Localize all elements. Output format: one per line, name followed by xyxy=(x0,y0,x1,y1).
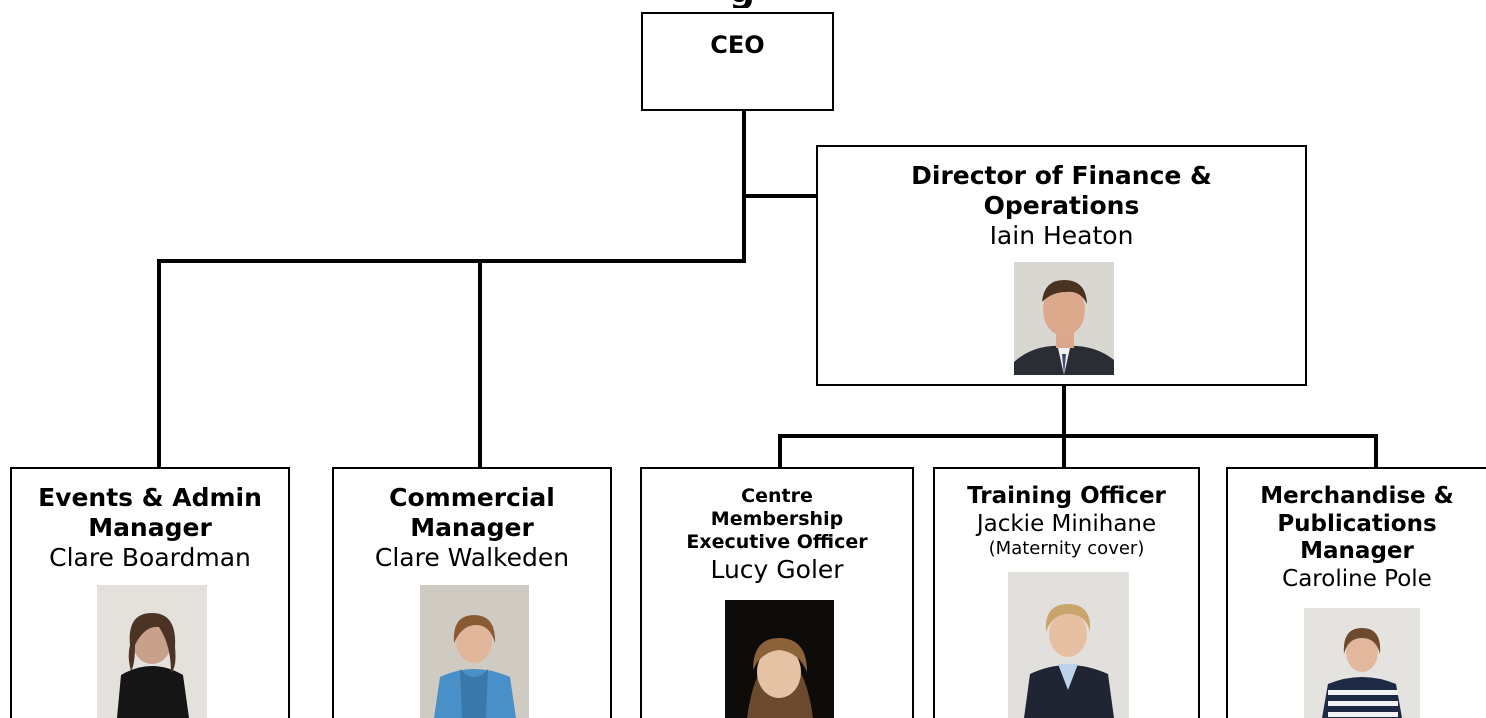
merch-role-line1: Merchandise & xyxy=(1260,483,1454,509)
commercial-name: Clare Walkeden xyxy=(374,543,570,572)
director-role-line2: Operations xyxy=(983,191,1140,220)
merch-name: Caroline Pole xyxy=(1282,565,1432,592)
events-drop-line xyxy=(157,261,161,468)
centre-name: Lucy Goler xyxy=(710,555,844,585)
merch-drop-line xyxy=(1374,436,1378,468)
centre-role-line1: Centre xyxy=(741,485,813,507)
events-name: Clare Boardman xyxy=(49,543,251,572)
centre-role-line3: Executive Officer xyxy=(686,530,868,553)
ceo-role: CEO xyxy=(710,31,765,59)
director-photo xyxy=(1014,262,1114,375)
left-horizontal-line xyxy=(157,259,746,263)
centre-role-line2: Membership xyxy=(710,507,844,530)
training-photo xyxy=(1008,572,1129,718)
merch-role-line3: Manager xyxy=(1300,538,1414,565)
director-name: Iain Heaton xyxy=(989,221,1134,250)
director-branch-line xyxy=(744,194,818,198)
training-role: Training Officer xyxy=(967,483,1166,509)
chart-title-fragment: g xyxy=(642,0,842,8)
centre-photo xyxy=(725,600,834,718)
director-down-line xyxy=(1062,385,1066,469)
commercial-photo xyxy=(420,585,529,718)
training-name: Jackie Minihane xyxy=(976,510,1157,537)
director-role-line1: Director of Finance & xyxy=(911,161,1212,190)
right-horizontal-line xyxy=(778,434,1378,438)
commercial-drop-line xyxy=(478,261,482,468)
commercial-role-line1: Commercial xyxy=(389,483,555,512)
ceo-to-level-line xyxy=(742,110,746,261)
events-photo xyxy=(97,585,207,718)
events-role-line2: Manager xyxy=(88,513,212,542)
centre-drop-line xyxy=(778,436,782,468)
merch-role-line2: Publications xyxy=(1277,510,1437,537)
ceo-box: CEO xyxy=(641,12,834,111)
training-note: (Maternity cover) xyxy=(988,538,1145,560)
events-role-line1: Events & Admin xyxy=(38,483,262,512)
commercial-role-line2: Manager xyxy=(410,513,534,542)
merch-photo xyxy=(1304,608,1420,718)
